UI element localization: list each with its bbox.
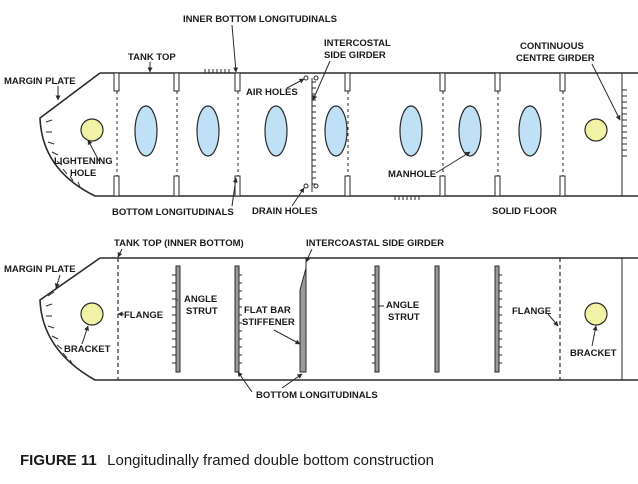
label-manhole: MANHOLE: [388, 169, 436, 180]
label-angle-strut-left-2: STRUT: [186, 306, 218, 317]
label-flat-bar-stiffener-1: FLAT BAR: [244, 305, 291, 316]
label-tank-top-inner-bottom: TANK TOP (INNER BOTTOM): [114, 238, 244, 249]
label-flange-left: FLANGE: [124, 310, 163, 321]
lower-diagram: TANK TOP (INNER BOTTOM) INTERCOASTAL SID…: [4, 238, 638, 401]
label-continuous-centre-girder-2: CENTRE GIRDER: [516, 53, 595, 64]
caption-description: Longitudinally framed double bottom cons…: [107, 452, 434, 469]
label-drain-holes: DRAIN HOLES: [252, 206, 317, 217]
inner-bottom-longitudinals: [113, 72, 566, 92]
upper-margin-hatch: [45, 107, 81, 188]
lower-hull-outline: [39, 257, 638, 381]
upper-flange-hatch: [204, 69, 420, 200]
label-bottom-longitudinals-upper: BOTTOM LONGITUDINALS: [112, 207, 234, 218]
lower-vertical-members: [175, 265, 500, 373]
label-margin-plate-upper: MARGIN PLATE: [4, 76, 76, 87]
frame-dashed-lines: [116, 91, 564, 176]
lower-leader-lines: [54, 248, 598, 393]
figure-caption: FIGURE 11 Longitudinally framed double b…: [20, 452, 434, 469]
label-angle-strut-right-2: STRUT: [388, 312, 420, 323]
caption-text: FIGURE 11 Longitudinally framed double b…: [20, 452, 434, 469]
label-angle-strut-left-1: ANGLE: [184, 294, 217, 305]
label-solid-floor: SOLID FLOOR: [492, 206, 557, 217]
label-bottom-longitudinals-lower: BOTTOM LONGITUDINALS: [256, 390, 378, 401]
label-intercostal-side-girder-1: INTERCOSTAL: [324, 38, 391, 49]
label-lightening-hole-2: HOLE: [70, 168, 96, 179]
label-lightening-hole-1: LIGHTENING: [54, 156, 113, 167]
label-margin-plate-lower: MARGIN PLATE: [4, 264, 76, 275]
label-flange-right: FLANGE: [512, 306, 551, 317]
intercostal-side-girder: [311, 78, 316, 192]
label-tank-top: TANK TOP: [128, 52, 176, 63]
label-bracket-left: BRACKET: [64, 344, 111, 355]
manholes: [134, 105, 542, 157]
label-intercostal-side-girder-2: SIDE GIRDER: [324, 50, 386, 61]
label-air-holes: AIR HOLES: [246, 87, 298, 98]
upper-diagram: INNER BOTTOM LONGITUDINALS TANK TOP INTE…: [4, 14, 638, 218]
strut-hatch: [172, 274, 502, 364]
upper-leader-lines: [55, 24, 621, 207]
air-drain-holes: [303, 75, 319, 189]
lower-frame-dashed: [117, 258, 561, 380]
lower-margin-hatch: [45, 291, 74, 366]
upper-hull-outline: [39, 72, 638, 197]
caption-figure-number: FIGURE 11: [20, 452, 97, 469]
label-bracket-right: BRACKET: [570, 348, 617, 359]
label-continuous-centre-girder-1: CONTINUOUS: [520, 41, 584, 52]
lightening-holes: [80, 118, 608, 142]
label-intercoastal-side-girder: INTERCOASTAL SIDE GIRDER: [306, 238, 444, 249]
lower-bracket-holes: [80, 302, 608, 326]
label-flat-bar-stiffener-2: STIFFENER: [242, 317, 295, 328]
continuous-centre-girder: [621, 73, 627, 196]
label-inner-bottom-longitudinals: INNER BOTTOM LONGITUDINALS: [183, 14, 337, 25]
label-angle-strut-right-1: ANGLE: [386, 300, 419, 311]
bottom-longitudinals: [113, 175, 566, 197]
